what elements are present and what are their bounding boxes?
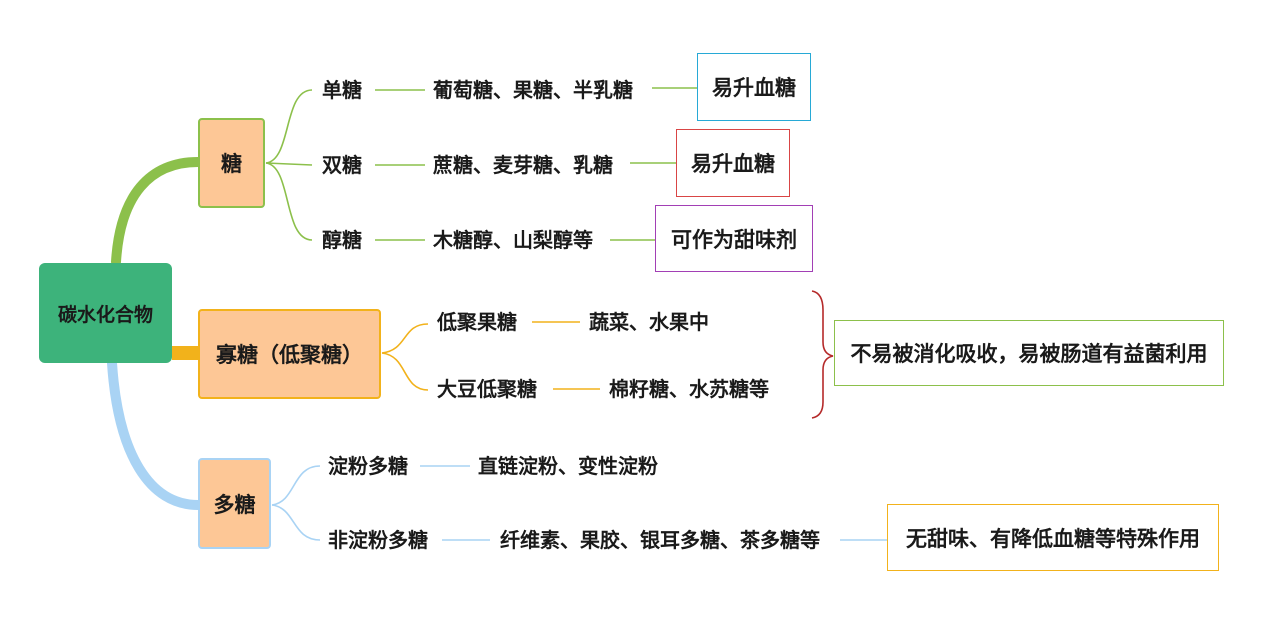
note-sugar-alcohol[interactable]: 可作为甜味剂	[655, 205, 813, 272]
examples-fructooligosaccharide: 蔬菜、水果中	[589, 310, 709, 334]
oligosaccharide-brace	[811, 290, 834, 419]
note-non-starch-polysaccharide[interactable]: 无甜味、有降低血糖等特殊作用	[887, 504, 1219, 571]
category-node-sugar[interactable]: 糖	[198, 118, 265, 208]
examples-non-starch-polysaccharide: 纤维素、果胶、银耳多糖、茶多糖等	[500, 528, 820, 552]
link-poly-starch	[271, 465, 321, 506]
examples-monosaccharide: 葡萄糖、果糖、半乳糖	[433, 78, 633, 102]
note-disaccharide[interactable]: 易升血糖	[676, 129, 790, 197]
link-sugar-sugar-alcohol	[265, 162, 313, 241]
branch-root-to-sugar	[111, 157, 203, 267]
category-node-oligosaccharide[interactable]: 寡糖（低聚糖）	[198, 309, 381, 399]
link-poly-nonstarch	[271, 504, 321, 541]
item-disaccharide[interactable]: 双糖	[322, 153, 362, 177]
note-oligosaccharide-group[interactable]: 不易被消化吸收，易被肠道有益菌利用	[834, 320, 1224, 386]
examples-disaccharide: 蔗糖、麦芽糖、乳糖	[433, 153, 613, 177]
item-monosaccharide[interactable]: 单糖	[322, 78, 362, 102]
link-sugar-monosaccharide	[265, 89, 313, 164]
examples-soybean-oligosaccharide: 棉籽糖、水苏糖等	[609, 377, 769, 401]
item-soybean-oligosaccharide[interactable]: 大豆低聚糖	[437, 377, 537, 401]
category-node-polysaccharide[interactable]: 多糖	[198, 458, 271, 549]
note-monosaccharide[interactable]: 易升血糖	[697, 53, 811, 121]
root-node-carbohydrate[interactable]: 碳水化合物	[39, 263, 172, 363]
examples-sugar-alcohol: 木糖醇、山梨醇等	[433, 228, 593, 252]
link-sugar-disaccharide	[265, 162, 313, 166]
branch-root-to-polysaccharide	[107, 358, 203, 510]
examples-starch-polysaccharide: 直链淀粉、变性淀粉	[478, 454, 658, 478]
item-sugar-alcohol[interactable]: 醇糖	[322, 228, 362, 252]
link-oligo-fructo	[381, 323, 429, 354]
item-starch-polysaccharide[interactable]: 淀粉多糖	[328, 454, 408, 478]
item-non-starch-polysaccharide[interactable]: 非淀粉多糖	[328, 528, 428, 552]
link-oligo-soy	[381, 352, 429, 391]
item-fructooligosaccharide[interactable]: 低聚果糖	[437, 310, 517, 334]
